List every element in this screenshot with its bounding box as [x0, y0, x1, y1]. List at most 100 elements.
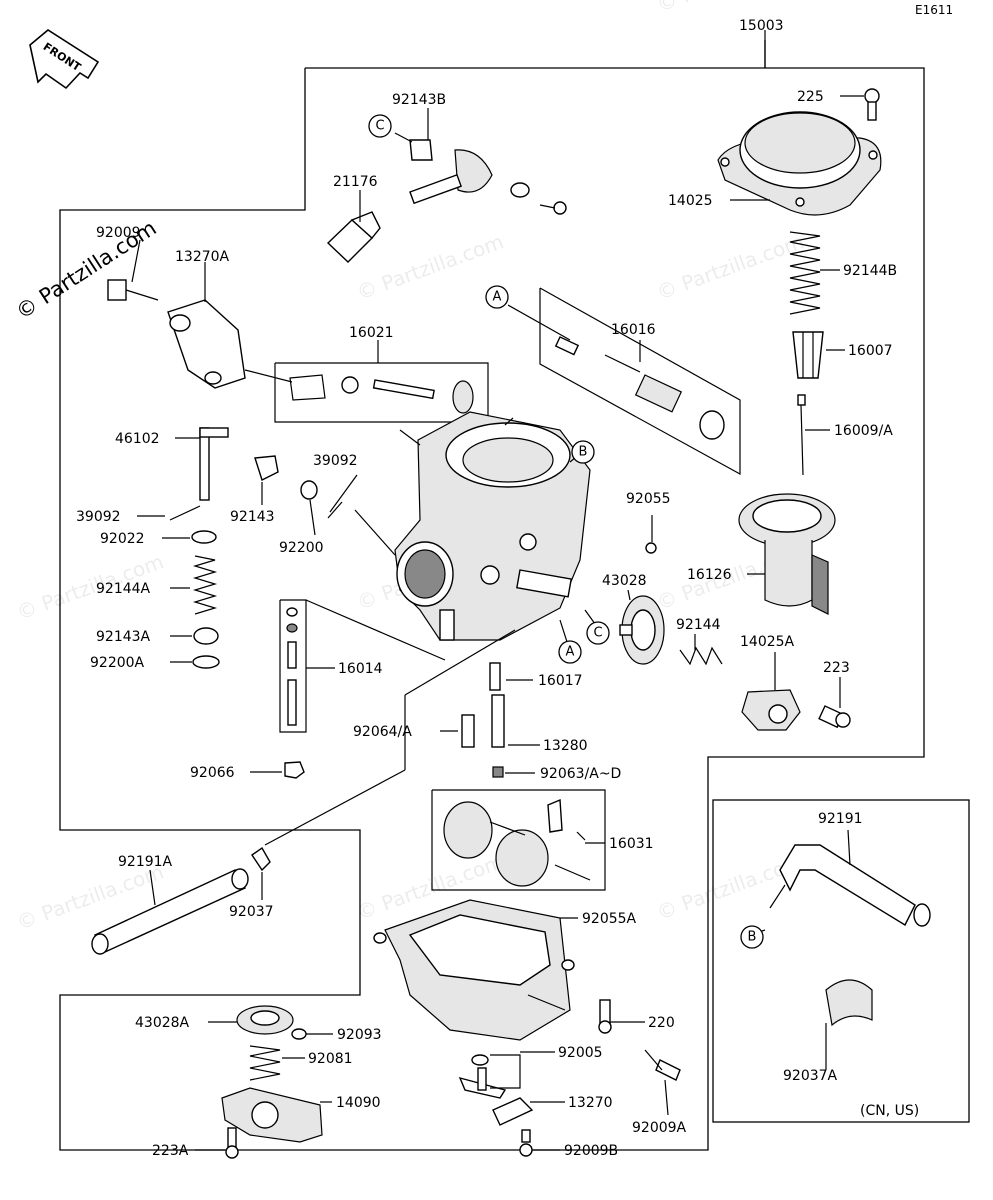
cap-92055 — [645, 542, 657, 554]
part-label[interactable]: 92063/A~D — [540, 766, 621, 782]
cap-92143 — [254, 455, 279, 481]
cover-14090 — [221, 1087, 323, 1143]
part-label[interactable]: 46102 — [115, 431, 160, 447]
screw-92009 — [107, 279, 159, 301]
part-label[interactable]: 14025 — [668, 193, 713, 209]
part-label[interactable]: 92037A — [783, 1068, 838, 1084]
screw-225 — [864, 88, 880, 121]
front-arrow-icon: FRONT — [29, 29, 100, 90]
part-label[interactable]: 14090 — [336, 1095, 381, 1111]
part-label[interactable]: 92143 — [230, 509, 275, 525]
part-label[interactable]: 225 — [797, 89, 824, 105]
carburetor-top-cover — [717, 111, 882, 216]
part-label[interactable]: 13280 — [543, 738, 588, 754]
part-label[interactable]: 223 — [823, 660, 850, 676]
screw-92009b — [519, 1129, 533, 1157]
svg-text:B: B — [579, 445, 588, 460]
cotter-pin-39092-left — [169, 505, 201, 521]
diaphragm-43028a — [236, 1005, 294, 1035]
callout-c-top: C — [368, 114, 392, 138]
part-number-labels: 15003 225 14025 92143B 21176 92009 13270… — [76, 18, 897, 1159]
part-label[interactable]: 92064/A — [353, 724, 412, 740]
svg-text:A: A — [493, 290, 502, 305]
part-label[interactable]: 16009/A — [834, 423, 893, 439]
part-label[interactable]: 16021 — [349, 325, 394, 341]
clip-92037a — [825, 979, 873, 1027]
part-label[interactable]: 15003 — [739, 18, 784, 34]
needle-jet-16017 — [489, 662, 501, 691]
part-label[interactable]: 13270A — [175, 249, 230, 265]
cover-14025a — [741, 689, 801, 731]
jet-92064 — [461, 714, 475, 748]
callout-c-body: C — [586, 621, 610, 645]
part-label[interactable]: 16014 — [338, 661, 383, 677]
part-label[interactable]: 92022 — [100, 531, 145, 547]
screw-223a — [225, 1127, 239, 1159]
float-bowl — [373, 899, 575, 1041]
choke-lever-21176 — [326, 211, 381, 263]
part-label[interactable]: 92066 — [190, 765, 235, 781]
part-label[interactable]: 92055A — [582, 911, 637, 927]
callout-b-body: B — [571, 440, 595, 464]
diaphragm-43028 — [619, 595, 665, 665]
part-label[interactable]: 92009 — [96, 225, 141, 241]
part-label[interactable]: 92143B — [392, 92, 446, 108]
collar-92143a — [193, 627, 219, 645]
part-label[interactable]: 92143A — [96, 629, 151, 645]
region-inset-frame — [712, 799, 970, 1123]
tee-fitting-92005 — [458, 1054, 507, 1099]
vacuum-piston-16126 — [738, 493, 836, 615]
washer-92022 — [191, 530, 217, 544]
screw-92009a — [644, 1049, 681, 1081]
part-label[interactable]: 39092 — [76, 509, 121, 525]
part-label[interactable]: 92191 — [818, 811, 863, 827]
part-label[interactable]: 16031 — [609, 836, 654, 852]
part-label[interactable]: 92144B — [843, 263, 897, 279]
choke-set-16016 — [539, 287, 741, 476]
watermark-text: © Partzilla.com — [354, 229, 507, 304]
part-label[interactable]: 220 — [648, 1015, 675, 1031]
part-label[interactable]: 92144A — [96, 581, 151, 597]
washer-92200 — [300, 480, 318, 500]
cotter-pin-39092-right — [327, 501, 343, 519]
part-label[interactable]: 92005 — [558, 1045, 603, 1061]
o-ring-92093 — [291, 1028, 307, 1040]
part-label[interactable]: 21176 — [333, 174, 378, 190]
part-label[interactable]: 92200A — [90, 655, 145, 671]
part-label[interactable]: 39092 — [313, 453, 358, 469]
bracket-13270a — [167, 299, 246, 389]
part-label[interactable]: 92093 — [337, 1027, 382, 1043]
bracket-13270 — [492, 1097, 534, 1126]
part-label[interactable]: 223A — [152, 1143, 189, 1159]
part-label[interactable]: 92009B — [564, 1143, 618, 1159]
part-label[interactable]: 92055 — [626, 491, 671, 507]
part-label[interactable]: 92144 — [676, 617, 721, 633]
part-label[interactable]: 92037 — [229, 904, 274, 920]
part-label[interactable]: 16016 — [611, 322, 656, 338]
svg-text:C: C — [593, 626, 602, 641]
part-label[interactable]: 16007 — [848, 343, 893, 359]
jet-needle — [797, 394, 806, 476]
part-label[interactable]: 43028A — [135, 1015, 190, 1031]
float-set-16031 — [431, 789, 606, 891]
part-label[interactable]: 92009A — [632, 1120, 687, 1136]
part-label[interactable]: 92200 — [279, 540, 324, 556]
jet-13280 — [491, 694, 505, 748]
watermark-text: © Partzilla.com — [654, 0, 807, 17]
watermark-text: © Partzilla.com — [654, 229, 807, 304]
svg-text:A: A — [566, 645, 575, 660]
part-label[interactable]: 14025A — [740, 634, 795, 650]
part-label[interactable]: 43028 — [602, 573, 647, 589]
choke-plunger — [409, 139, 567, 215]
screw-223 — [818, 705, 851, 729]
callout-b-inset: B — [740, 925, 764, 949]
part-label[interactable]: 16017 — [538, 673, 583, 689]
part-label[interactable]: 92081 — [308, 1051, 353, 1067]
carburetor-body — [394, 411, 591, 641]
part-label[interactable]: 92191A — [118, 854, 173, 870]
part-label[interactable]: 16126 — [687, 567, 732, 583]
pilot-screw-set-16021 — [274, 340, 489, 423]
part-label[interactable]: 13270 — [568, 1095, 613, 1111]
spring-92144b — [789, 231, 821, 315]
